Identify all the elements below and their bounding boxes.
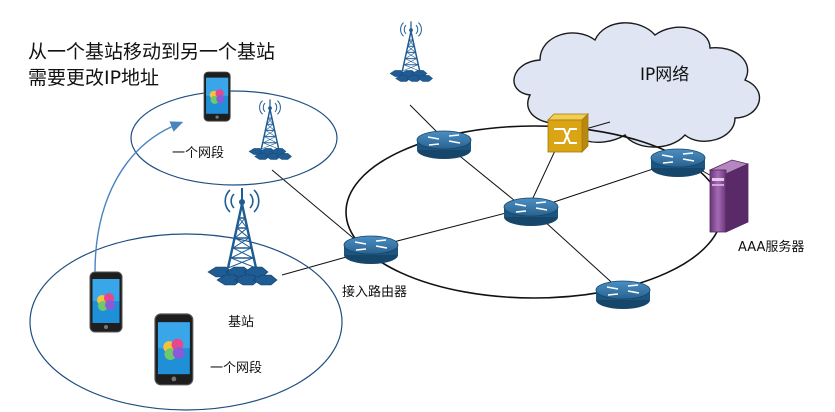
aaa-server-label: AAA服务器 xyxy=(738,239,804,255)
title-line-2: 需要更改IP地址 xyxy=(28,67,159,89)
access-router-label: 接入路由器 xyxy=(342,284,407,300)
switch-icon xyxy=(547,113,589,153)
router-center xyxy=(503,197,559,227)
phone-left xyxy=(89,271,123,333)
aaa-server-icon xyxy=(708,159,750,233)
access-router xyxy=(343,235,399,265)
segment-ellipse-bottom xyxy=(29,233,343,411)
router-bottom xyxy=(595,280,651,310)
cloud-label: IP网络 xyxy=(640,65,689,85)
tower-top-center xyxy=(389,20,434,83)
segment-label-top: 一个网段 xyxy=(172,146,224,161)
tower-top-segment xyxy=(248,98,293,161)
base-station-label: 基站 xyxy=(228,315,254,330)
segment-label-bottom: 一个网段 xyxy=(210,361,262,376)
title-line-1: 从一个基站移动到另一个基站 xyxy=(28,41,275,63)
segment-ellipse-top xyxy=(130,90,338,186)
router-top xyxy=(416,130,472,160)
router-right xyxy=(650,148,706,178)
movement-arrow xyxy=(94,121,184,273)
phone-bottom xyxy=(154,313,194,386)
phone-top xyxy=(203,71,231,122)
